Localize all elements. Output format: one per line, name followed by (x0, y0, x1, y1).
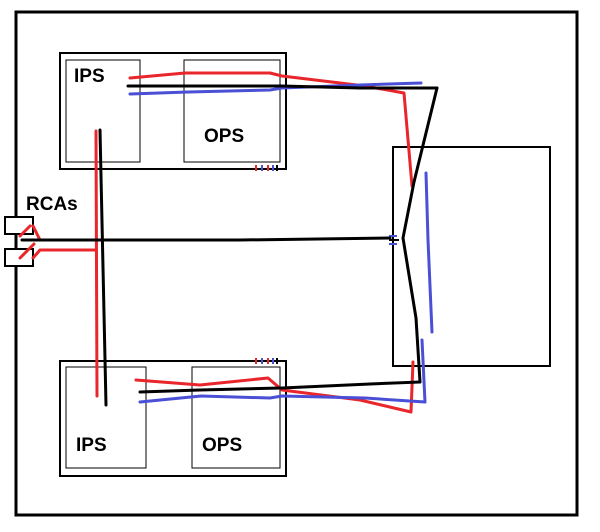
blue-wires (128, 81, 434, 404)
black-wires (20, 84, 439, 407)
right-panel-pins (389, 235, 399, 245)
rca-wire-stubs (18, 224, 36, 260)
bottom-ips-label: IPS (76, 435, 107, 456)
right-panel-box (392, 146, 551, 367)
bottom-ops-label: OPS (202, 435, 242, 456)
bottom-connector-pins (255, 358, 278, 364)
rcas-label: RCAs (26, 194, 78, 215)
top-ips-label: IPS (74, 66, 105, 87)
top-connector-pins (255, 165, 278, 171)
top-ops-label: OPS (204, 126, 244, 147)
top-ips-box (65, 59, 141, 163)
red-wires (31, 71, 415, 414)
top-ops-box (183, 59, 281, 163)
